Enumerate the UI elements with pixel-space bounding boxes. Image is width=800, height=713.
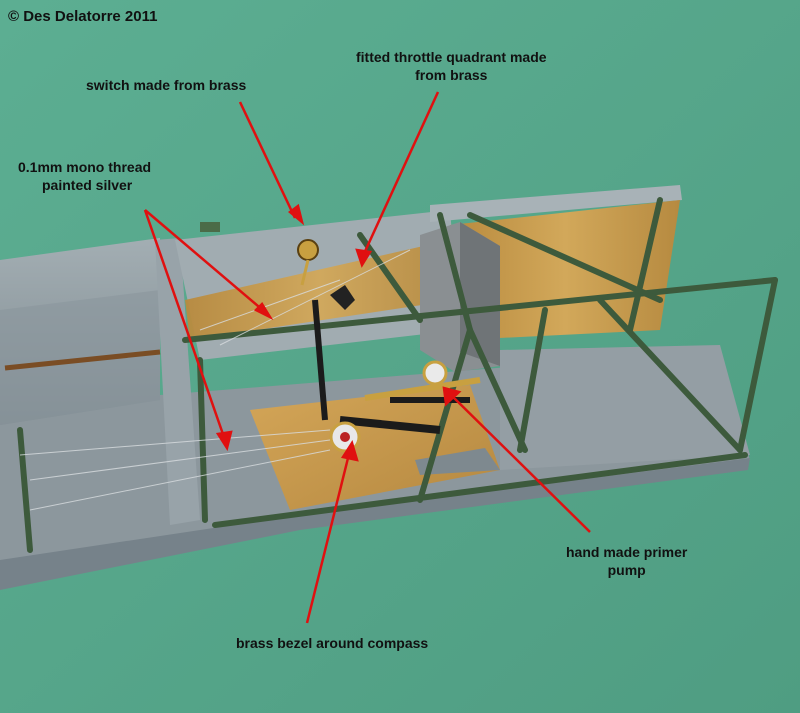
primer-pump-barrel (364, 377, 481, 401)
wood-side-panel-left (185, 240, 455, 340)
label-bezel-text: brass bezel around compass (236, 635, 429, 651)
left-wall-inner (0, 290, 160, 425)
label-throttle-line2: from brass (415, 67, 488, 83)
copyright-text: © Des Delatorre 2011 (8, 8, 158, 25)
floor-cutout (415, 448, 500, 475)
fuselage-lower-edge (0, 458, 750, 590)
brass-switch (297, 239, 319, 261)
label-primer-line1: hand made primer (566, 544, 688, 560)
bulkhead-side (155, 238, 200, 525)
wooden-floorboard (250, 385, 500, 510)
label-throttle-line1: fitted throttle quadrant made (356, 49, 547, 65)
label-brass-bezel: brass bezel around compass (236, 634, 428, 652)
label-primer-pump: hand made primer pump (566, 543, 687, 579)
label-switch: switch made from brass (86, 76, 246, 94)
label-switch-text: switch made from brass (86, 77, 247, 93)
wood-longeron (4, 349, 161, 371)
green-frame-tubes (17, 197, 778, 553)
top-rail (430, 185, 682, 222)
label-thread-line1: 0.1mm mono thread (18, 159, 152, 175)
bulkhead-clip (200, 222, 220, 232)
label-throttle-quadrant: fitted throttle quadrant made from brass (356, 48, 547, 84)
label-primer-line2: pump (607, 562, 646, 578)
label-mono-thread: 0.1mm mono thread painted silver (18, 158, 151, 194)
right-floor (500, 345, 750, 470)
silver-threads (19, 249, 411, 511)
annotation-arrows (143, 91, 591, 624)
label-thread-line2: painted silver (42, 177, 133, 193)
pressure-gauge (422, 360, 448, 386)
